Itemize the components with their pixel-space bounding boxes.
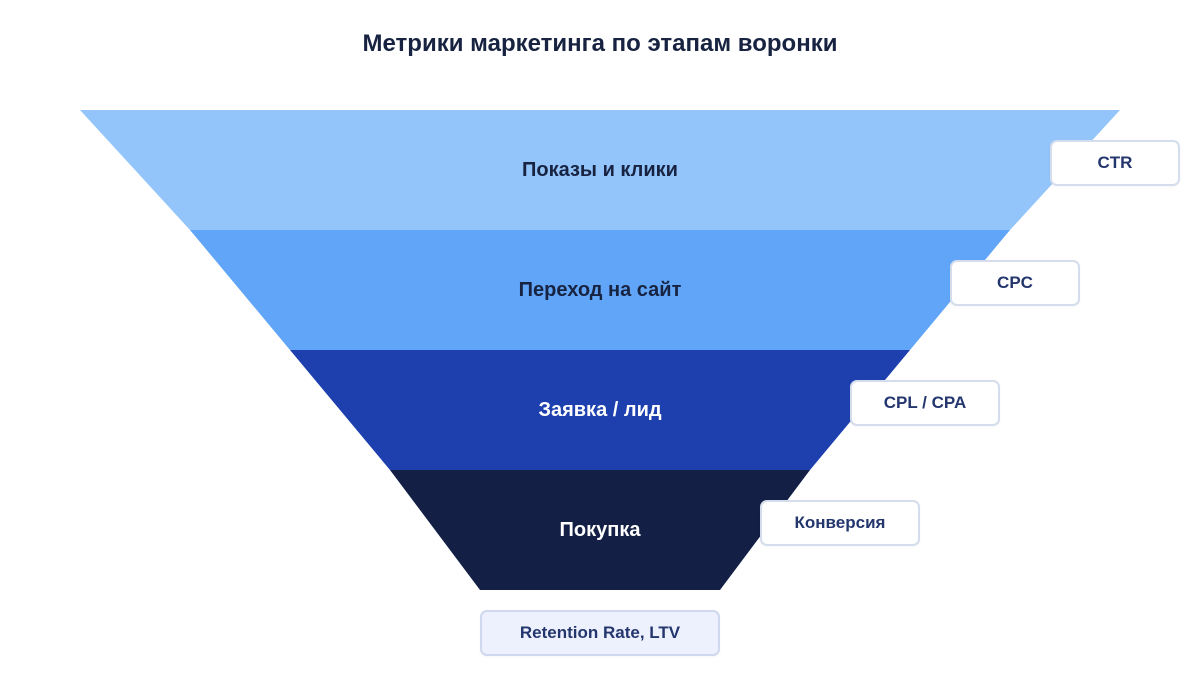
metric-box-cpc: CPC — [950, 260, 1080, 306]
funnel-stage-visit — [190, 230, 1010, 350]
diagram-title: Метрики маркетинга по этапам воронки — [362, 30, 838, 57]
metric-box-retention-ltv: Retention Rate, LTV — [480, 610, 720, 656]
stage-label-impressions: Показы и клики — [522, 159, 678, 181]
stage-label-visit: Переход на сайт — [519, 279, 682, 301]
funnel-stage-purchase — [390, 470, 810, 590]
funnel-stage-impressions — [80, 110, 1120, 230]
metric-box-conversion: Конверсия — [760, 500, 920, 546]
metric-box-cpl-cpa: CPL / CPA — [850, 380, 1000, 426]
funnel-stage-lead — [290, 350, 910, 470]
stage-label-lead: Заявка / лид — [538, 399, 661, 421]
metric-box-ctr: CTR — [1050, 140, 1180, 186]
stage-label-purchase: Покупка — [560, 519, 642, 541]
